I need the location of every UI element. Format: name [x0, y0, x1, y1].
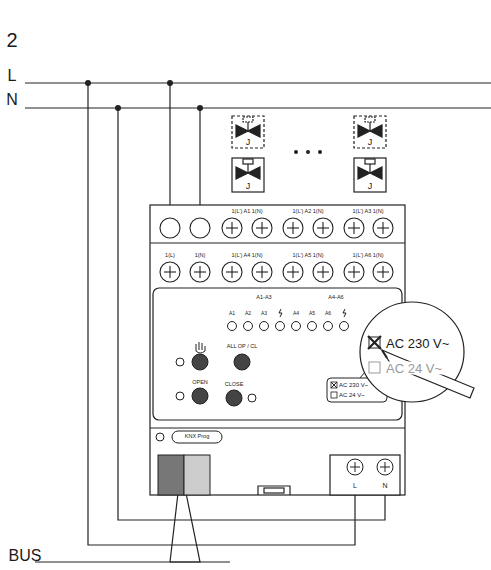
device-label: J: [246, 138, 251, 147]
figure-number: 2: [6, 30, 17, 50]
device-label: 1(L') A3 1(N): [352, 209, 383, 215]
device-label: AC 230 V~: [385, 337, 450, 350]
device-label: 1(L') A4 1(N): [231, 253, 262, 259]
terminal-label: BUS: [9, 548, 42, 564]
device-label: OPEN: [192, 380, 208, 386]
device-label: 1(L') A1 1(N): [231, 209, 262, 215]
device-label: AC 24 V~: [339, 392, 365, 398]
terminal-label: N: [6, 92, 18, 108]
device-label: AC 24 V~: [385, 362, 443, 375]
device-label: A1-A3: [256, 295, 271, 301]
device-label: 1(L') A5 1(N): [292, 253, 323, 259]
device-label: AC 230 V~: [339, 382, 368, 388]
device-label: CLOSE: [225, 382, 244, 388]
device-label: KNX Prog: [185, 434, 209, 440]
device-label: A4-A6: [328, 295, 343, 301]
device-label: 1(L') A2 1(N): [292, 209, 323, 215]
device-label: J: [246, 182, 251, 191]
device-label: J: [368, 182, 373, 191]
device-label: A1: [229, 311, 235, 316]
device-label: A3: [261, 311, 267, 316]
device-label: A6: [325, 311, 331, 316]
terminal-label: L: [353, 482, 357, 489]
device-label: J: [368, 138, 373, 147]
terminal-label: L: [8, 68, 17, 84]
terminal-label: N: [382, 482, 387, 489]
device-label: A5: [309, 311, 315, 316]
device-label: 1(L') A6 1(N): [352, 253, 383, 259]
device-label: ALL OP / CL: [227, 344, 258, 350]
device-label: A4: [293, 311, 299, 316]
device-label: 1(L): [165, 253, 175, 259]
device-label: A2: [245, 311, 251, 316]
device-label: 1(N): [195, 253, 206, 259]
